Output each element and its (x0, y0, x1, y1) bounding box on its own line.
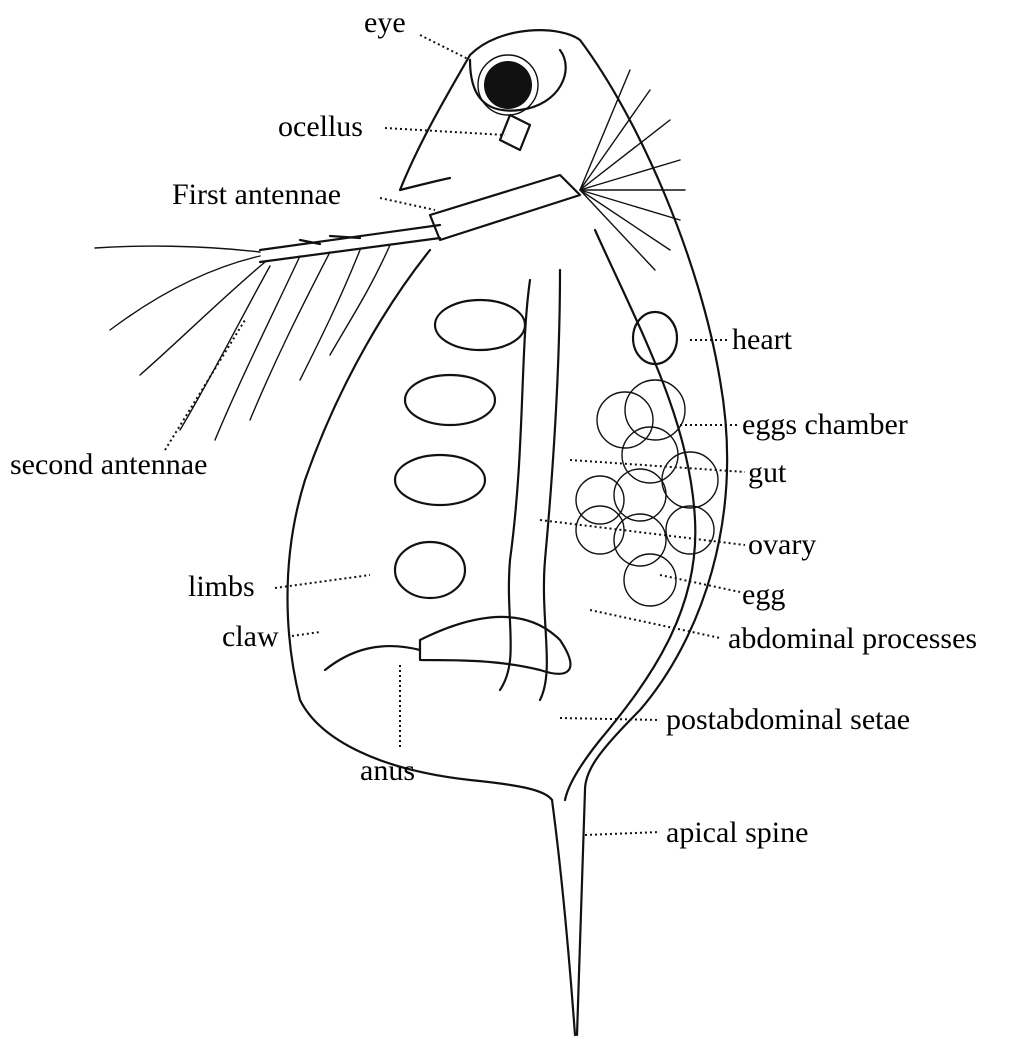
leader-lines (165, 35, 745, 835)
label-eye: eye (364, 8, 406, 38)
label-ovary: ovary (748, 530, 816, 560)
label-ocellus: ocellus (278, 112, 363, 142)
label-claw: claw (222, 622, 279, 652)
label-gut: gut (748, 458, 786, 488)
ocellus-shape (500, 115, 530, 150)
postabdomen-shape (325, 617, 570, 674)
eggs-cluster (576, 380, 718, 606)
antenna-base (430, 175, 580, 240)
muscle-fan (580, 70, 685, 270)
label-postabdominal-setae: postabdominal setae (666, 705, 910, 735)
limbs-shape (395, 300, 525, 598)
gut-shape (500, 270, 560, 700)
label-second-antennae: second antennae (10, 450, 207, 480)
label-eggs-chamber: eggs chamber (742, 410, 908, 440)
apical-spine-shape (552, 790, 585, 1035)
label-limbs: limbs (188, 572, 255, 602)
label-abdominal-processes: abdominal processes (728, 624, 977, 654)
label-egg: egg (742, 580, 785, 610)
heart-shape (633, 312, 677, 364)
label-heart: heart (732, 325, 792, 355)
label-anus: anus (360, 756, 415, 786)
antenna-setae (95, 245, 390, 440)
label-apical-spine: apical spine (666, 818, 808, 848)
eye-shape (484, 61, 532, 109)
second-antenna-shaft (260, 225, 440, 262)
label-first-antennae: First antennae (172, 180, 341, 210)
carapace-outline (288, 30, 728, 800)
